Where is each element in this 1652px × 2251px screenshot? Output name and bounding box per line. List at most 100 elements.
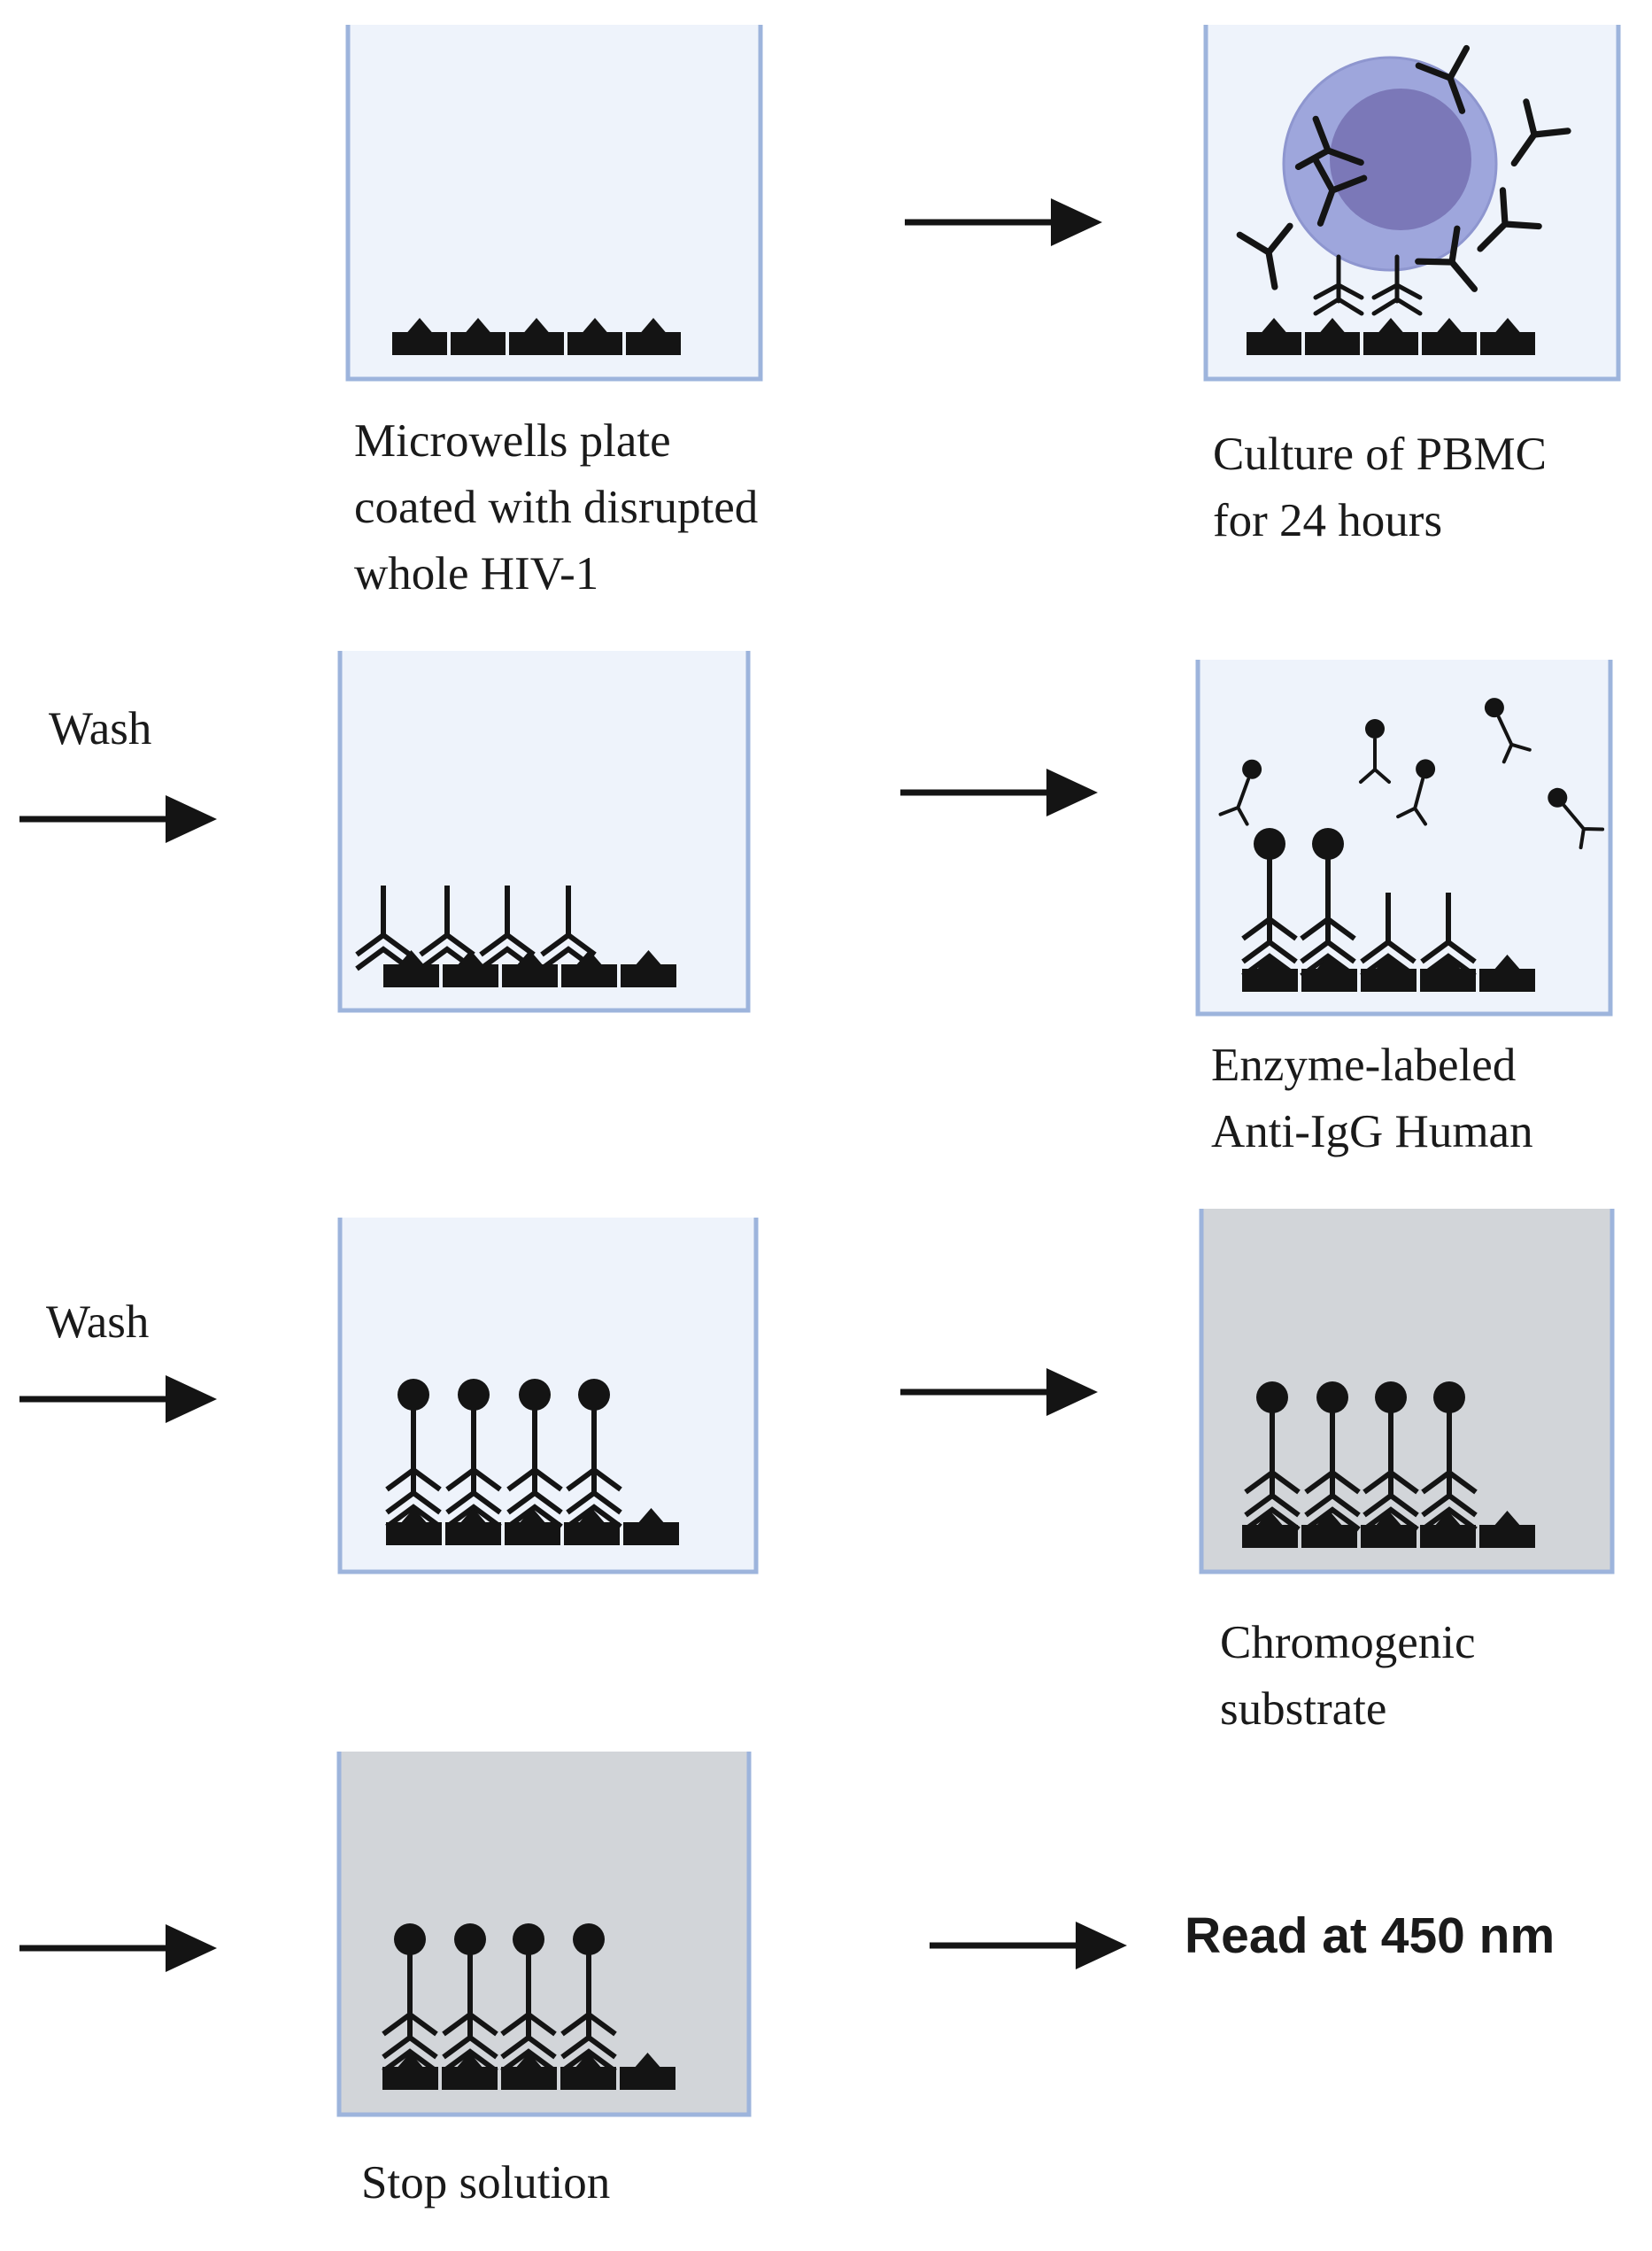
antigen-row <box>392 318 681 355</box>
well-body <box>340 651 748 1010</box>
label-stop: Stop solution <box>361 2157 610 2208</box>
antibody <box>1415 225 1478 292</box>
arrow-to-read <box>930 1922 1127 1969</box>
arrow-to-stop <box>19 1924 217 1972</box>
antigen-block <box>502 950 558 987</box>
antigen-row <box>383 950 676 987</box>
arrow-head <box>166 795 217 843</box>
antigen-block <box>1242 1511 1298 1548</box>
label-pbmc-2: for 24 hours <box>1213 495 1442 546</box>
antibody-stack <box>1244 1381 1478 1532</box>
antigen-block <box>505 1508 560 1545</box>
enzyme-label <box>1312 828 1344 860</box>
antigen-block <box>451 318 506 355</box>
bound-antibodies <box>1313 254 1423 316</box>
enzyme-label <box>1254 828 1285 860</box>
antigen-row <box>386 1508 679 1545</box>
free-conjugates <box>1218 698 1605 850</box>
labeled-antibody-complex <box>1421 1381 1478 1532</box>
label-enzyme-1: Enzyme-labeled <box>1211 1040 1516 1091</box>
well-walls <box>336 1752 752 2117</box>
labeled-antibody-complex <box>566 1379 622 1529</box>
enzyme-conjugate <box>1359 719 1391 784</box>
arrow-head <box>1051 198 1102 246</box>
enzyme-label <box>1256 1381 1288 1413</box>
antigen-block <box>1242 955 1298 992</box>
enzyme-conjugate <box>1484 698 1532 764</box>
enzyme-label <box>513 1923 544 1955</box>
label-microwells-3: whole HIV-1 <box>354 548 598 599</box>
labeled-antibody-complex <box>445 1379 502 1529</box>
label-microwells-2: coated with disrupted <box>354 482 758 533</box>
antibody <box>1415 44 1471 114</box>
well-enzyme-labeled <box>1195 660 1613 1017</box>
antigen-block <box>386 1508 442 1545</box>
arrow-head <box>166 1375 217 1423</box>
labeled-antibody-complex <box>385 1379 442 1529</box>
antigen-block <box>382 2053 438 2090</box>
bound-antibody <box>1371 254 1423 316</box>
antigen-block <box>509 318 564 355</box>
antigen-block <box>1479 955 1535 992</box>
antibody <box>1294 115 1364 171</box>
enzyme-label <box>578 1379 610 1411</box>
well-walls <box>1199 1209 1615 1574</box>
enzyme-label <box>1316 1381 1348 1413</box>
antigen-block <box>392 318 447 355</box>
antibody <box>1312 157 1368 227</box>
enzyme-conjugate <box>1396 759 1436 826</box>
bound-antibody <box>1313 254 1364 316</box>
well-body <box>348 25 760 379</box>
arrow-head <box>1046 1368 1098 1416</box>
enzyme-label <box>394 1923 426 1955</box>
well-wash-2 <box>337 1218 759 1574</box>
antigen-block <box>1305 318 1360 355</box>
antigen-block <box>1301 955 1357 992</box>
well-walls <box>337 1218 759 1574</box>
antibody <box>1477 187 1542 252</box>
pbmc-cell-nucleus <box>1330 89 1471 230</box>
labeled-antibody-complex <box>560 1923 617 2074</box>
arrow-to-chromogenic <box>900 1368 1098 1416</box>
label-chromogenic-1: Chromogenic <box>1220 1617 1476 1668</box>
antigen-block <box>564 1508 620 1545</box>
antigen-block <box>620 2053 675 2090</box>
enzyme-label <box>1433 1381 1465 1413</box>
antigen-row <box>382 2053 675 2090</box>
antigen-block <box>383 950 439 987</box>
labeled-antibody-complex <box>1304 1381 1361 1532</box>
arrow-head <box>1076 1922 1127 1969</box>
antigen-block <box>1420 1511 1476 1548</box>
well-walls <box>345 25 763 382</box>
labeled-antibody-complex <box>506 1379 563 1529</box>
well-pbmc-culture <box>1203 25 1621 382</box>
label-chromogenic-2: substrate <box>1220 1683 1386 1735</box>
antigen-block <box>626 318 681 355</box>
enzyme-label <box>454 1923 486 1955</box>
antigen-block <box>1479 1511 1535 1548</box>
arrow-to-pbmc <box>905 198 1102 246</box>
well-stop <box>336 1752 752 2117</box>
antibody <box>1510 98 1571 167</box>
read-result: Read at 450 nm <box>1185 1907 1555 1964</box>
enzyme-conjugate <box>1548 787 1605 850</box>
labeled-antibody-complex <box>1244 1381 1301 1532</box>
antigen-block <box>501 2053 557 2090</box>
antigen-block <box>1422 318 1477 355</box>
antigen-block <box>1361 955 1417 992</box>
antibody-stack <box>1241 828 1356 979</box>
well-wash-1 <box>337 651 751 1013</box>
enzyme-label <box>458 1379 490 1411</box>
enzyme-label <box>519 1379 551 1411</box>
antigen-block <box>1480 318 1535 355</box>
antigen-row <box>1242 955 1535 992</box>
labeled-antibody-complex <box>500 1923 557 2074</box>
wash-arrow-1 <box>19 795 217 843</box>
enzyme-label <box>1375 1381 1407 1413</box>
well-microwells <box>345 25 763 382</box>
arrow-to-enzyme <box>900 769 1098 816</box>
enzyme-label <box>573 1923 605 1955</box>
labeled-antibody-complex <box>1363 1381 1419 1532</box>
label-microwells-1: Microwells plate <box>354 415 671 467</box>
